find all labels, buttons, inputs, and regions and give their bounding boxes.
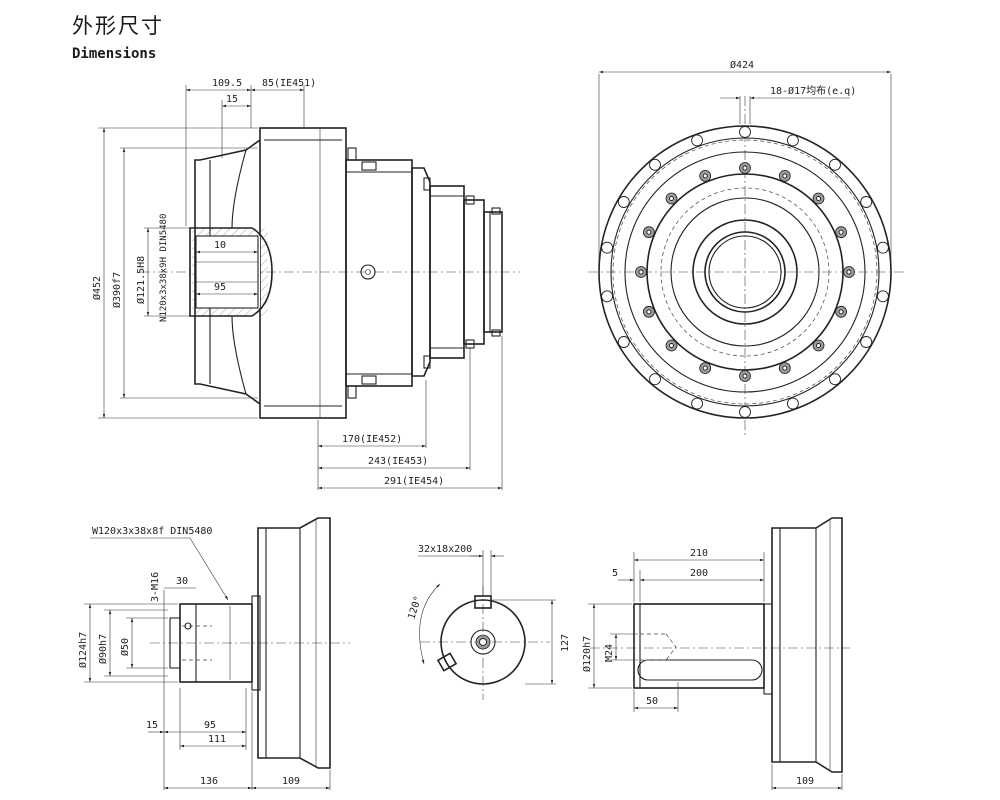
dim-15-shaft: 15: [146, 720, 158, 731]
side-section-view: 109.5 85(IE451) 15 Ø452 Ø390f7 Ø121.5H8 …: [91, 78, 520, 490]
mount-hole: [860, 196, 873, 208]
dim-210: 210: [690, 548, 708, 559]
spline-spec-internal: N120x3x38x9H DIN5480: [159, 214, 169, 322]
mount-hole: [691, 134, 704, 147]
dim-dia-50: Ø50: [119, 638, 131, 656]
bolt-head-center: [646, 309, 652, 315]
bolt-head-center: [638, 269, 644, 275]
dim-170-ie452: 170(IE452): [342, 434, 402, 445]
dim-dia-390: Ø390f7: [111, 272, 123, 308]
dim-15-top: 15: [226, 94, 238, 105]
dim-200: 200: [690, 568, 708, 579]
front-flange-view: Ø424 18-Ø17均布(e.q): [588, 59, 906, 436]
mount-hole: [786, 397, 799, 410]
mount-hole: [876, 290, 889, 303]
mount-hole: [649, 158, 661, 171]
dim-dia-452: Ø452: [91, 276, 103, 300]
dim-dia-90: Ø90h7: [97, 634, 109, 664]
dim-127: 127: [560, 634, 571, 652]
mount-hole: [829, 158, 841, 171]
dim-243-ie453: 243(IE453): [368, 456, 428, 467]
dim-dia-120: Ø120h7: [581, 636, 593, 672]
dim-95-shaft: 95: [204, 720, 216, 731]
dim-dia-124: Ø124h7: [77, 632, 89, 668]
key-shaft-end-view: 32x18x200 120° 127: [406, 544, 571, 700]
dim-85-ie451: 85(IE451): [262, 78, 316, 89]
bolt-head-center: [782, 173, 788, 179]
mount-hole: [739, 126, 751, 138]
mount-hole: [786, 134, 799, 147]
inner-bolt-ring: [635, 162, 855, 382]
key-spec: 32x18x200: [418, 544, 472, 555]
mount-hole: [860, 336, 873, 348]
mount-hole: [601, 241, 614, 254]
key-shaft-side-view: 210 5 200 Ø120h7 M24 50 109: [581, 517, 850, 790]
angle-120: 120°: [406, 595, 424, 621]
flange-mount-holes: [601, 126, 889, 418]
bolt-head-center: [669, 196, 674, 201]
dim-30: 30: [176, 576, 188, 587]
mount-hole: [617, 196, 630, 208]
dim-5: 5: [612, 568, 618, 579]
mount-hole: [691, 397, 704, 410]
bolt-head-center: [816, 343, 821, 348]
bolt-head-center: [846, 269, 852, 275]
dim-95-section: 95: [214, 282, 226, 293]
bolt-head-center: [702, 173, 708, 179]
mount-hole: [617, 336, 630, 348]
dim-10: 10: [214, 240, 226, 251]
bolt-head-center: [646, 229, 652, 235]
spline-spec-external: W120x3x38x8f DIN5480: [92, 526, 212, 537]
dim-136: 136: [200, 776, 218, 787]
bolt-head-center: [702, 365, 708, 371]
bolt-head-center: [838, 229, 844, 235]
bolt-head-center: [816, 196, 821, 201]
title-english: Dimensions: [72, 46, 157, 62]
bolt-head-center: [669, 343, 674, 348]
dim-dia-424: Ø424: [730, 59, 754, 71]
holes-spec: 18-Ø17均布(e.q): [770, 85, 856, 97]
bolt-head-center: [742, 165, 748, 171]
dim-dia-121: Ø121.5H8: [135, 256, 147, 304]
dim-109-right: 109: [796, 776, 814, 787]
dim-50-right: 50: [646, 696, 658, 707]
dim-111: 111: [208, 734, 226, 745]
mount-hole: [601, 290, 614, 303]
mount-hole: [739, 406, 751, 418]
title-chinese: 外形尺寸: [72, 14, 164, 38]
mount-hole: [829, 373, 841, 386]
dim-291-ie454: 291(IE454): [384, 476, 444, 487]
mount-hole: [649, 373, 661, 386]
bolt-head-center: [782, 365, 788, 371]
thread-m24: M24: [604, 644, 615, 662]
dim-109-left: 109: [282, 776, 300, 787]
thread-3-m16: 3-M16: [150, 572, 161, 602]
bolt-head-center: [742, 373, 748, 379]
bolt-head-center: [838, 309, 844, 315]
mount-hole: [876, 241, 889, 254]
spline-shaft-view: W120x3x38x8f DIN5480 3-M16 30 Ø124h7 Ø90…: [77, 517, 350, 790]
dim-109-5: 109.5: [212, 78, 242, 89]
